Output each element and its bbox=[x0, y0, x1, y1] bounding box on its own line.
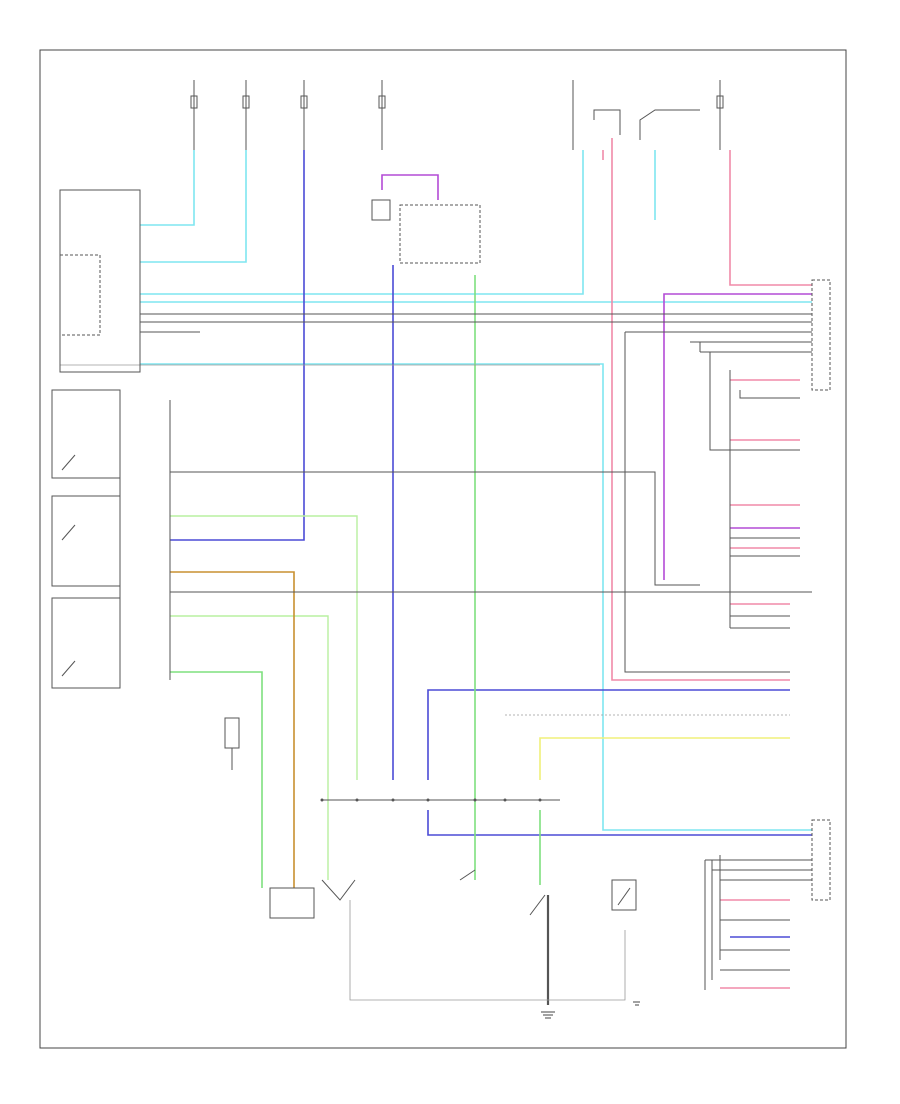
switch-block-1 bbox=[51, 389, 121, 479]
wire-black bbox=[170, 471, 700, 586]
center-connector bbox=[371, 199, 391, 221]
fuse-feed-line bbox=[593, 109, 621, 135]
cyan-wires bbox=[140, 150, 812, 831]
wire-violet bbox=[663, 293, 812, 580]
fuse-feeds bbox=[190, 80, 724, 150]
wire-green bbox=[170, 671, 263, 888]
wire-pink bbox=[729, 150, 812, 286]
ground-symbols bbox=[541, 1001, 640, 1019]
wire-cyan bbox=[140, 150, 195, 226]
switch-block-2 bbox=[51, 495, 121, 587]
wire-black bbox=[624, 332, 790, 673]
wire-violet bbox=[381, 174, 439, 200]
fuse-symbol bbox=[190, 95, 198, 109]
junction-dot bbox=[473, 798, 477, 802]
center-control-block bbox=[399, 204, 481, 264]
bottom-relay bbox=[611, 879, 637, 911]
green-wires bbox=[170, 275, 541, 888]
bottom-switch bbox=[529, 894, 546, 916]
wire-orange bbox=[170, 571, 295, 888]
small-component bbox=[224, 717, 240, 749]
components bbox=[51, 189, 831, 919]
junction-dot bbox=[320, 798, 324, 802]
fuse-symbol bbox=[300, 95, 308, 109]
pink-wires bbox=[602, 138, 812, 989]
connector-pins bbox=[320, 798, 542, 802]
wire-black bbox=[739, 390, 800, 399]
wire-lightgreen bbox=[170, 615, 329, 880]
switch-block-3 bbox=[51, 597, 121, 689]
bottom-sensor bbox=[459, 869, 476, 881]
junction-dot bbox=[426, 798, 430, 802]
ground-icon bbox=[541, 1011, 555, 1019]
fuse-symbol bbox=[378, 95, 386, 109]
junction-dot bbox=[503, 798, 507, 802]
black-wires bbox=[140, 313, 812, 1005]
bottom-switch bbox=[321, 879, 356, 901]
wire-cyan bbox=[140, 150, 247, 263]
ground-icon bbox=[633, 1001, 640, 1006]
wire-yellow bbox=[539, 737, 790, 780]
fuse-symbol bbox=[716, 95, 724, 109]
wire-cyan bbox=[140, 363, 812, 831]
junction-dot bbox=[538, 798, 542, 802]
wire-gray bbox=[349, 900, 626, 1001]
fuse-feed-line bbox=[639, 109, 700, 140]
wire-black bbox=[709, 352, 800, 451]
bottom-relay-contact bbox=[617, 887, 631, 906]
blue-wires bbox=[170, 150, 812, 938]
junction-dot bbox=[355, 798, 359, 802]
wire-black bbox=[699, 342, 812, 353]
lightgreen-wires bbox=[170, 515, 358, 880]
wire-black bbox=[704, 855, 721, 990]
wire-lightgreen bbox=[170, 515, 358, 780]
wire-black bbox=[705, 859, 812, 881]
diagram-frame bbox=[39, 49, 847, 1049]
wire-blue bbox=[427, 689, 790, 780]
wire-blue bbox=[427, 810, 812, 836]
combination-meter-block bbox=[59, 189, 141, 373]
wire-pink bbox=[611, 138, 790, 681]
meter-internal-block bbox=[59, 254, 101, 336]
wire-black bbox=[720, 919, 790, 971]
fuse-symbol bbox=[242, 95, 250, 109]
right-connector-a bbox=[811, 279, 831, 391]
wire-cyan bbox=[140, 150, 584, 295]
right-connector-b bbox=[811, 819, 831, 901]
violet-wires bbox=[381, 174, 812, 580]
bottom-actuator bbox=[269, 887, 315, 919]
gray-wires bbox=[60, 364, 790, 1001]
junction-dot bbox=[391, 798, 395, 802]
wire-blue bbox=[170, 150, 305, 541]
switch-contact bbox=[61, 454, 76, 677]
